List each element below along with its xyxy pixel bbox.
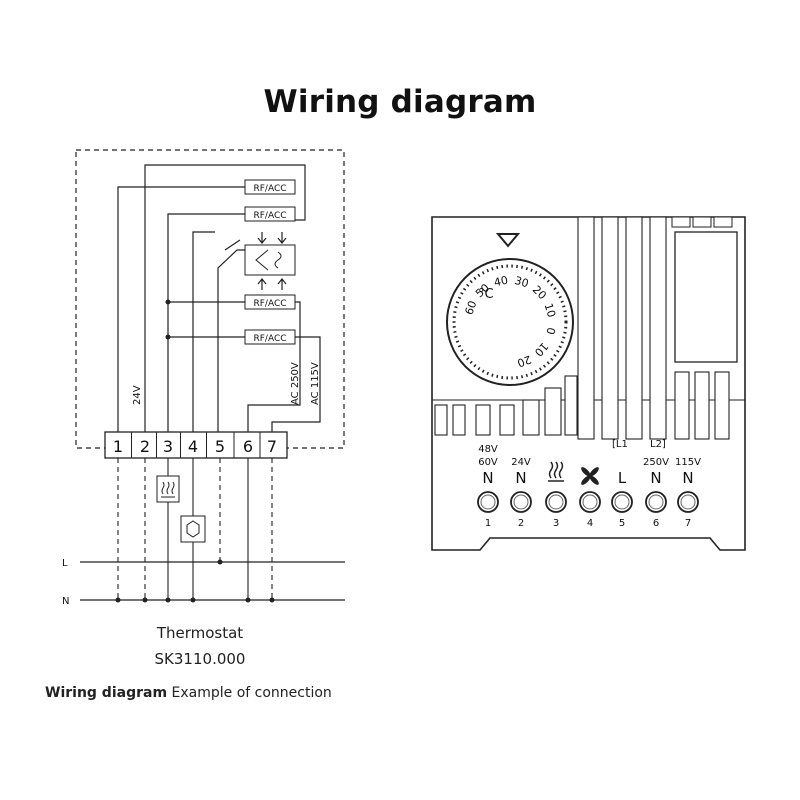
pin-letter: N: [650, 469, 661, 487]
relay-box-3: RF/ACC: [244, 294, 296, 310]
dial-scale-label: 20: [515, 352, 533, 369]
label-24v: 24V: [132, 385, 143, 405]
terminal-number: 7: [267, 437, 277, 456]
terminal-number: 4: [188, 437, 198, 456]
device-model: SK3110.000: [154, 650, 246, 668]
pin-letter: N: [482, 469, 493, 487]
dial-scale-label: 0: [543, 326, 557, 336]
terminal-number: 6: [243, 437, 253, 456]
footer-caption: Wiring diagram Example of connection: [45, 685, 332, 701]
relay-box-1: RF/ACC: [244, 179, 296, 195]
footer-bold: Wiring diagram: [45, 685, 168, 701]
page-title: Wiring diagram: [263, 84, 537, 120]
supply-lines: [80, 561, 345, 601]
dial-scale-label: 60: [463, 299, 480, 317]
line-label-l: L: [62, 558, 68, 569]
line-label-n: N: [62, 596, 69, 607]
load-wiring: [167, 458, 249, 600]
pin-number: 6: [653, 518, 659, 529]
sensor-switch-box: [244, 244, 296, 276]
dial-scale-label: 30: [513, 274, 530, 290]
junction-dots: [115, 559, 275, 603]
svg-text:RF/ACC: RF/ACC: [253, 184, 286, 194]
external-wiring: [117, 458, 273, 600]
dial-scale-label: 10: [542, 302, 558, 319]
l1-label: [L1: [612, 439, 628, 450]
heater-icon: [548, 461, 564, 479]
label-ac250v: AC 250V: [290, 362, 301, 405]
pin-voltage: 24V: [511, 457, 531, 468]
pin-number: 1: [485, 518, 491, 529]
top-tabs: [671, 216, 733, 228]
fan-icon: [581, 467, 599, 485]
pin-letter: N: [515, 469, 526, 487]
pin-letter: N: [682, 469, 693, 487]
pin-voltage: 250V: [643, 457, 669, 468]
pin-voltage: 60V: [478, 457, 498, 468]
heater-icon: [156, 475, 180, 503]
terminal-number: 2: [140, 437, 150, 456]
pin-number: 5: [619, 518, 625, 529]
fan-icon: [180, 515, 206, 543]
pin-voltage-top: 48V: [478, 444, 498, 455]
svg-text:RF/ACC: RF/ACC: [253, 299, 286, 309]
svg-text:RF/ACC: RF/ACC: [253, 334, 286, 344]
pin-number: 7: [685, 518, 691, 529]
pin-letter: L: [618, 469, 627, 487]
terminal-number: 3: [163, 437, 173, 456]
relay-box-2: RF/ACC: [244, 206, 296, 222]
vent-slots: [434, 216, 730, 440]
device-name: Thermostat: [156, 624, 244, 642]
pin-voltage: 115V: [675, 457, 701, 468]
internal-wiring: [117, 164, 321, 432]
footer-text: Example of connection: [171, 685, 332, 701]
device-terminal[interactable]: L5: [611, 469, 633, 529]
svg-text:RF/ACC: RF/ACC: [253, 211, 286, 221]
terminal-number: 1: [113, 437, 123, 456]
terminal-number: 5: [215, 437, 225, 456]
l2-label: L2]: [650, 439, 666, 450]
relay-box-4: RF/ACC: [244, 329, 296, 345]
housing-outline: [75, 149, 345, 449]
pin-number: 3: [553, 518, 559, 529]
device-terminal[interactable]: 4: [579, 466, 601, 529]
pin-number: 4: [587, 518, 593, 529]
pin-number: 2: [518, 518, 524, 529]
device-terminal[interactable]: 3: [545, 461, 567, 529]
dial-unit: °C: [478, 287, 494, 302]
dial-pointer-icon: [495, 233, 521, 248]
label-ac115v: AC 115V: [310, 362, 321, 405]
display-window: [674, 231, 738, 363]
dial-scale-label: 40: [493, 274, 509, 290]
